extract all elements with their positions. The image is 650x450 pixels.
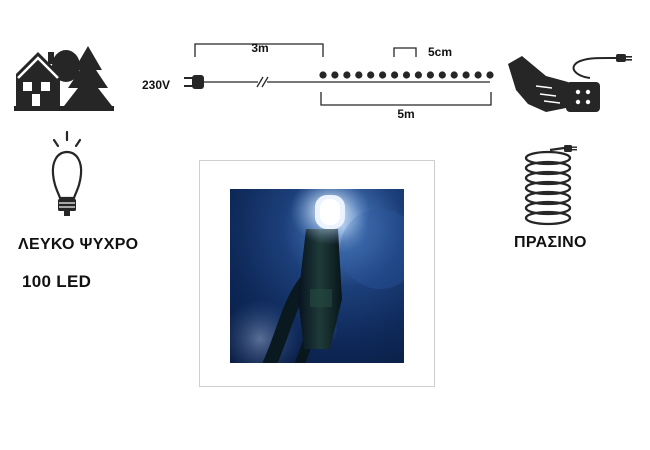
led-closeup-image [230, 189, 404, 363]
color-label: ΛΕΥΚΟ ΨΥΧΡΟ [18, 236, 139, 253]
lead-length-bracket [194, 43, 324, 57]
spacing-bracket [393, 47, 417, 57]
plug-icon [184, 75, 204, 89]
house-and-tree-icon [14, 46, 114, 111]
led-dot [391, 71, 399, 79]
voltage-label: 230V [142, 78, 170, 92]
led-dot [379, 71, 387, 79]
led-dot [355, 71, 363, 79]
led-dot [331, 71, 339, 79]
led-dot [474, 71, 482, 79]
led-dot [462, 71, 470, 79]
led-dot [426, 71, 434, 79]
led-count-label: 100 LED [22, 272, 92, 291]
led-dot [343, 71, 351, 79]
led-dot [438, 71, 446, 79]
led-dot [319, 71, 327, 79]
dimension-diagram: 230V 3m 5cm 5m [142, 41, 494, 121]
led-row [319, 71, 494, 79]
product-photo [230, 189, 404, 363]
hand-controller-icon [508, 54, 632, 112]
wire-coil-icon [524, 145, 577, 226]
led-bulb-icon [51, 130, 83, 216]
led-dot [367, 71, 375, 79]
spacing-label: 5cm [428, 45, 452, 59]
lit-length-bracket [320, 92, 492, 106]
led-dot [414, 71, 422, 79]
led-dot [486, 71, 494, 79]
wire-color-label: ΠΡΑΣΙΝΟ [514, 234, 587, 251]
lead-length-label: 3m [251, 41, 268, 55]
led-dot [402, 71, 411, 79]
product-photo-frame [199, 160, 435, 387]
led-dot [450, 71, 458, 79]
lit-length-label: 5m [397, 107, 414, 121]
